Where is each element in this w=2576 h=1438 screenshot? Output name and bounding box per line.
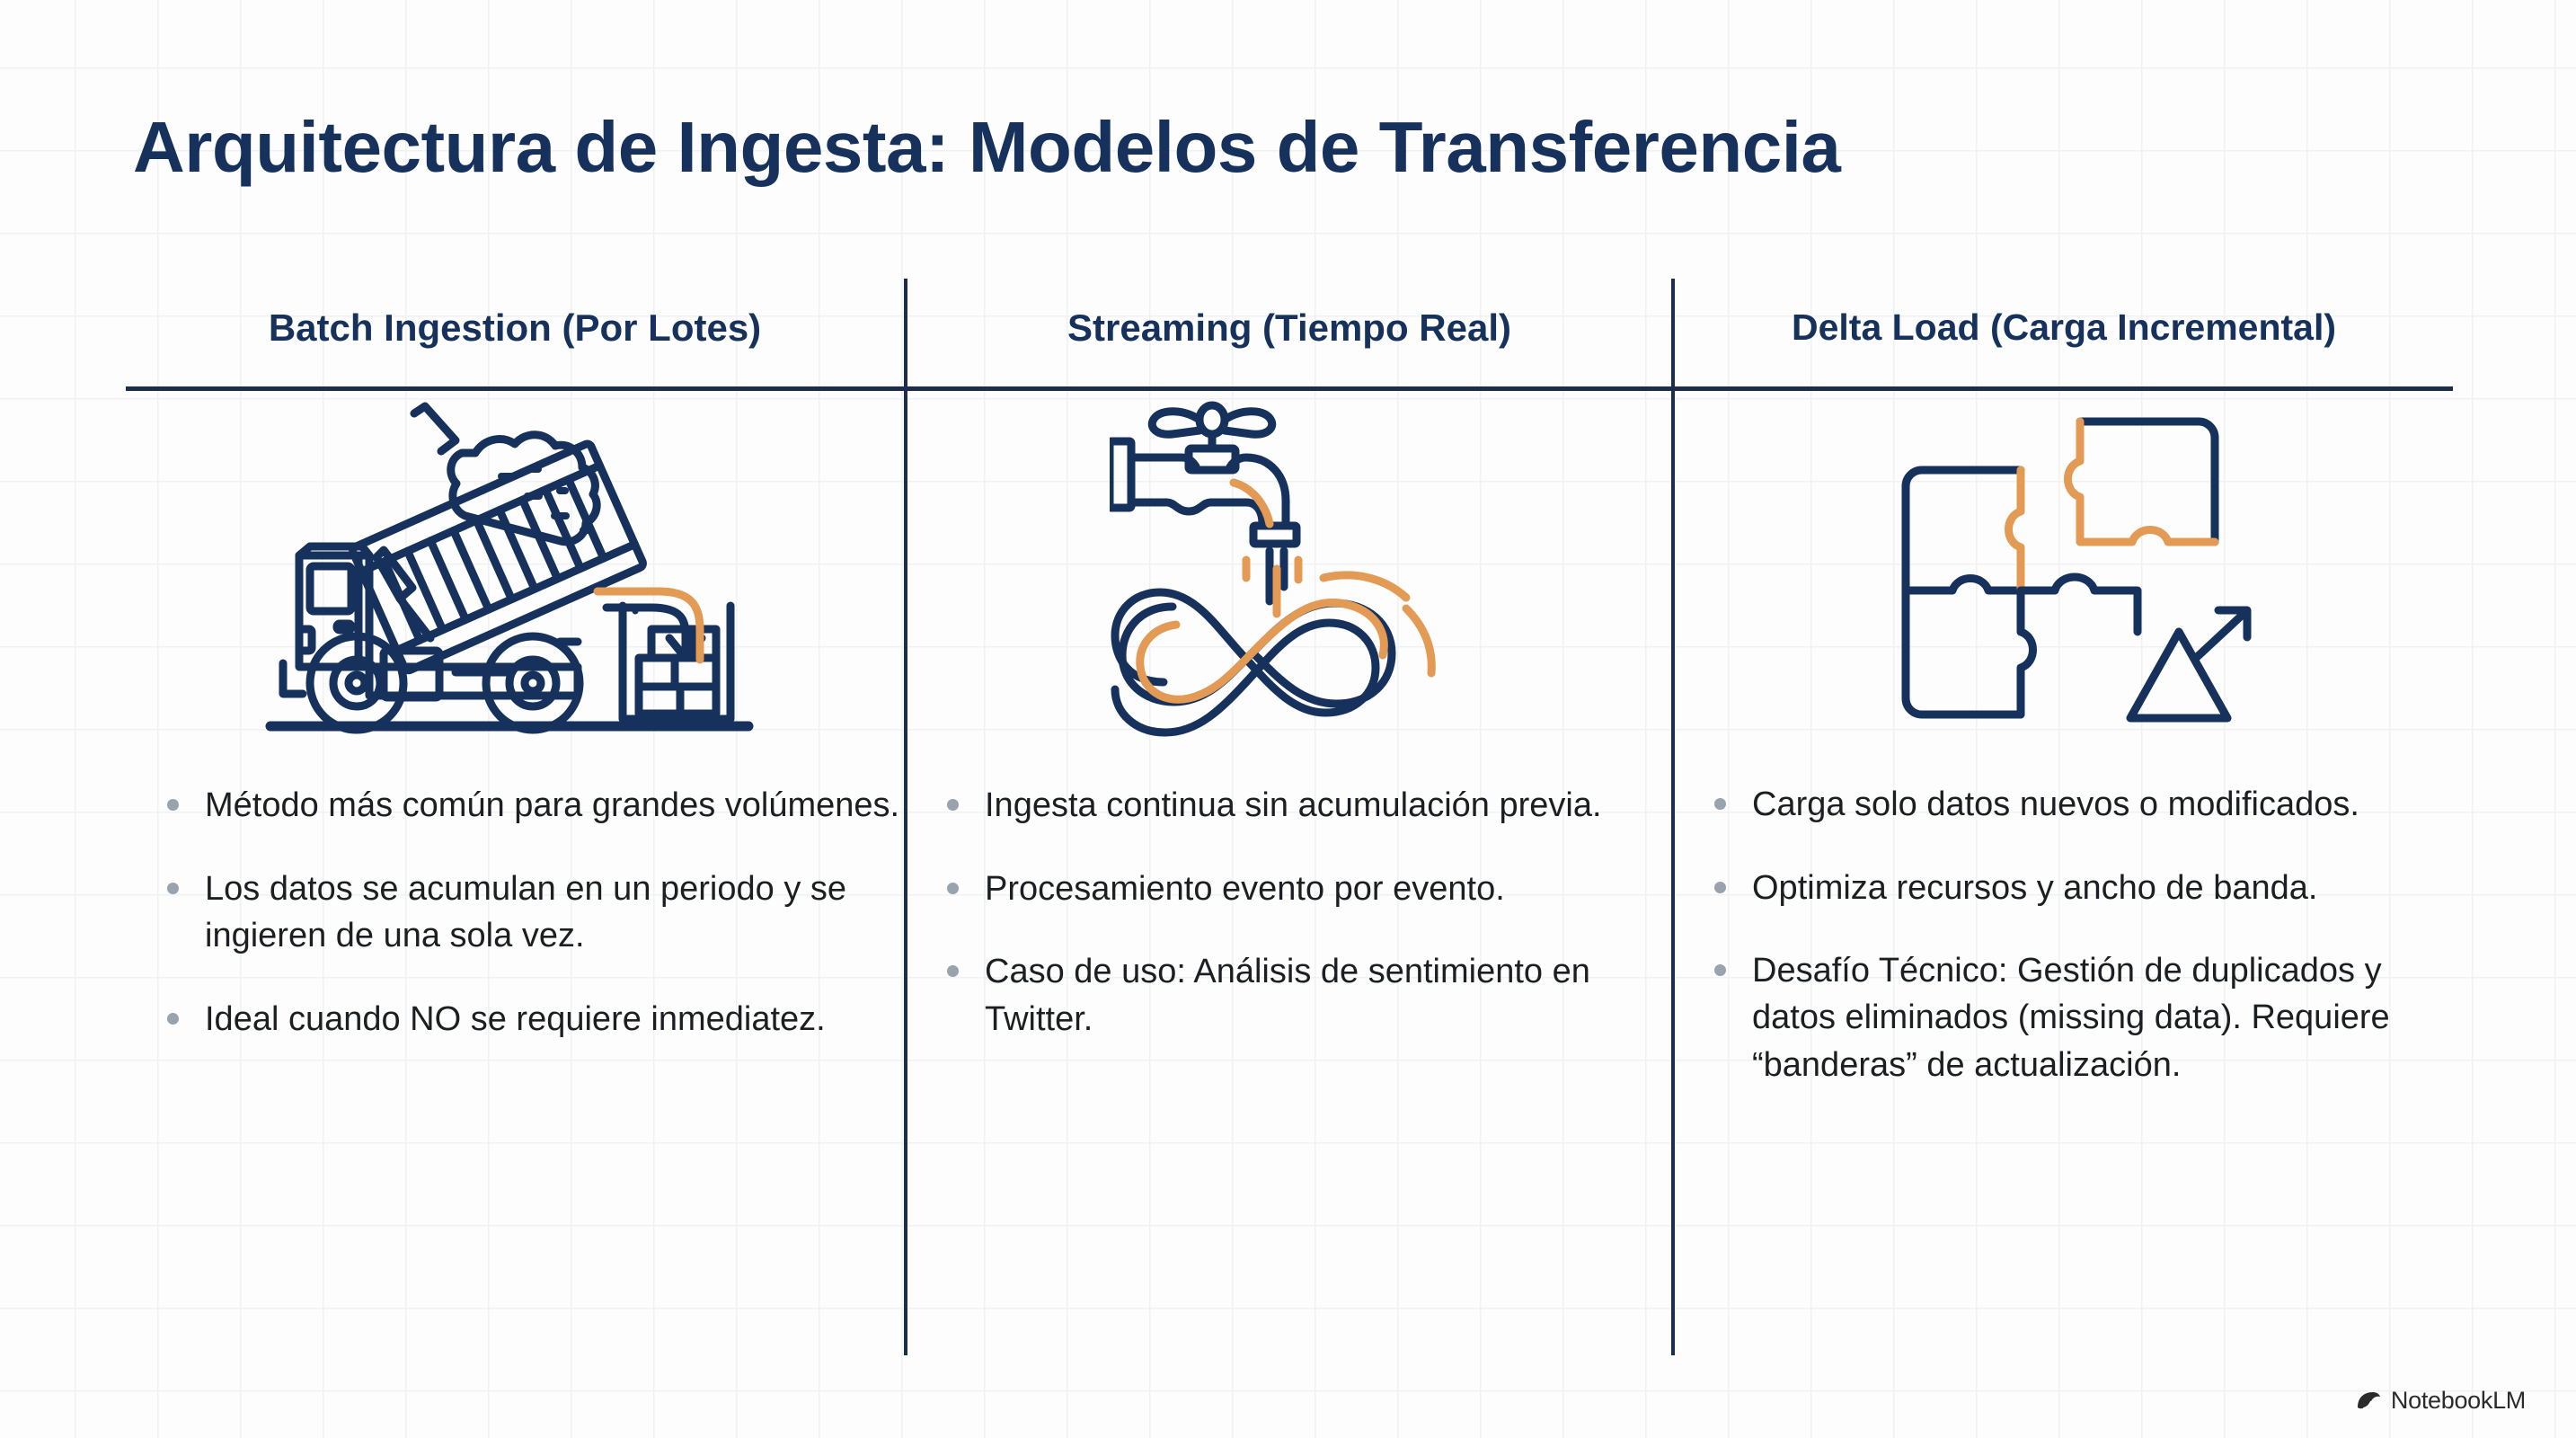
column-streaming: Streaming (Tiempo Real) <box>907 297 1671 1078</box>
column-divider-2 <box>1671 279 1675 1355</box>
bullet-item: Procesamiento evento por evento. <box>920 865 1671 912</box>
dump-truck-illustration <box>126 379 904 757</box>
notebooklm-watermark: NotebookLM <box>2355 1387 2526 1415</box>
faucet-infinity-icon <box>1110 401 1436 737</box>
bullet-item: Ingesta continua sin acumulación previa. <box>920 782 1671 829</box>
column-heading-delta: Delta Load (Carga Incremental) <box>1791 306 2337 348</box>
bullet-item: Ideal cuando NO se requiere inmediatez. <box>140 996 904 1043</box>
puzzle-delta-illustration <box>1675 378 2453 756</box>
bullet-item: Caso de uso: Análisis de sentimiento en … <box>920 948 1671 1043</box>
bullet-item: Carga solo datos nuevos o modificados. <box>1687 781 2453 828</box>
bullet-list-streaming: Ingesta continua sin acumulación previa.… <box>907 782 1671 1043</box>
bullet-item: Método más común para grandes volúmenes. <box>140 782 904 829</box>
puzzle-delta-icon <box>1901 417 2252 723</box>
bullet-list-delta: Carga solo datos nuevos o modificados. O… <box>1675 781 2453 1088</box>
notebooklm-label: NotebookLM <box>2390 1387 2526 1414</box>
dump-truck-icon <box>265 402 754 734</box>
column-batch-ingestion: Batch Ingestion (Por Lotes) <box>126 297 904 1078</box>
notebooklm-logo-icon <box>2357 1391 2380 1409</box>
bullet-list-batch: Método más común para grandes volúmenes.… <box>126 782 904 1043</box>
column-divider-1 <box>904 279 907 1355</box>
header-divider-horizontal <box>126 386 2453 391</box>
bullet-item: Los datos se acumulan en un periodo y se… <box>140 865 904 960</box>
bullet-item: Optimiza recursos y ancho de banda. <box>1687 865 2453 911</box>
faucet-infinity-illustration <box>907 379 1671 757</box>
column-delta-load: Delta Load (Carga Incremental) <box>1675 297 2453 1124</box>
page-title: Arquitectura de Ingesta: Modelos de Tran… <box>133 107 1841 187</box>
bullet-item: Desafío Técnico: Gestión de duplicados y… <box>1687 947 2453 1088</box>
column-heading-batch: Batch Ingestion (Por Lotes) <box>268 306 762 349</box>
column-heading-streaming: Streaming (Tiempo Real) <box>1067 306 1511 349</box>
